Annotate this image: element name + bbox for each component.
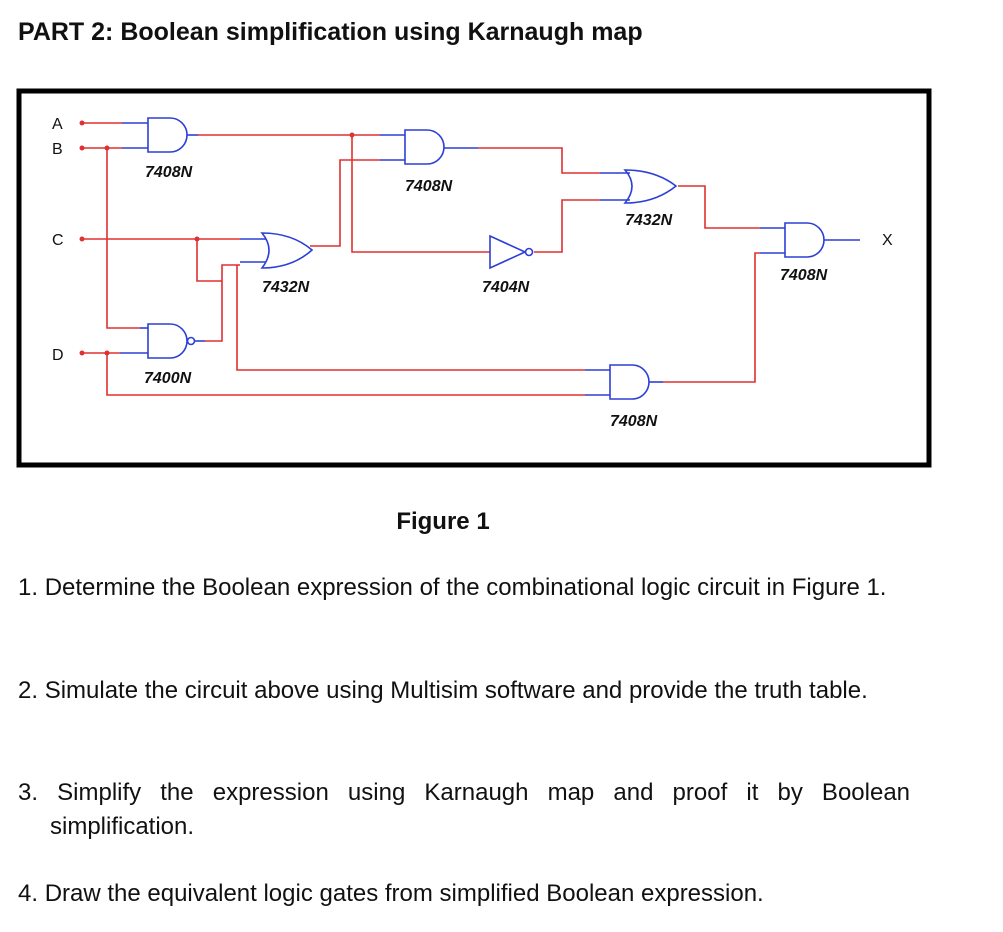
- question-number: 2.: [18, 677, 39, 704]
- input-label-b: B: [52, 141, 63, 158]
- circuit-diagram: A B C D X: [16, 88, 932, 468]
- question-text: Simulate the circuit above using Multisi…: [44, 677, 868, 704]
- and-gate-mid: [380, 129, 478, 165]
- diagram-frame: [16, 88, 932, 468]
- label-not: 7404N: [482, 279, 530, 296]
- question-text: Determine the Boolean expression of the …: [44, 574, 887, 601]
- question-4: 4. Draw the equivalent logic gates from …: [18, 877, 910, 911]
- wire-junctions: [104, 132, 355, 356]
- label-and-mid: 7408N: [405, 178, 453, 195]
- question-2: 2. Simulate the circuit above using Mult…: [18, 674, 910, 708]
- input-label-c: C: [52, 232, 64, 249]
- or-gate-mid: [600, 169, 678, 204]
- label-and-low: 7408N: [610, 413, 658, 430]
- figure-caption: Figure 1: [396, 508, 490, 535]
- label-nand: 7400N: [144, 370, 192, 387]
- label-or-mid: 7432N: [625, 212, 673, 229]
- label-and-final: 7408N: [780, 267, 828, 284]
- not-gate: [489, 234, 534, 270]
- question-3: 3. Simplify the expression using Karnaug…: [18, 776, 910, 844]
- page-title: PART 2: Boolean simplification using Kar…: [18, 18, 643, 46]
- question-text: Draw the equivalent logic gates from sim…: [44, 880, 764, 907]
- question-number: 1.: [18, 574, 39, 601]
- and-gate-ab: [122, 117, 198, 153]
- input-label-a: A: [52, 116, 63, 133]
- question-number: 4.: [18, 880, 39, 907]
- question-text: Simplify the expression using Karnaugh m…: [50, 779, 911, 840]
- label-and-ab: 7408N: [145, 164, 193, 181]
- circuit-wires: [82, 122, 760, 396]
- output-label-x: X: [882, 232, 893, 249]
- label-or-c: 7432N: [262, 279, 310, 296]
- input-label-d: D: [52, 347, 64, 364]
- or-gate-c: [240, 232, 314, 269]
- nand-gate: [120, 323, 205, 359]
- question-number: 3.: [18, 779, 39, 806]
- and-gate-low: [585, 364, 663, 400]
- question-1: 1. Determine the Boolean expression of t…: [18, 571, 910, 605]
- and-gate-final: [760, 222, 860, 258]
